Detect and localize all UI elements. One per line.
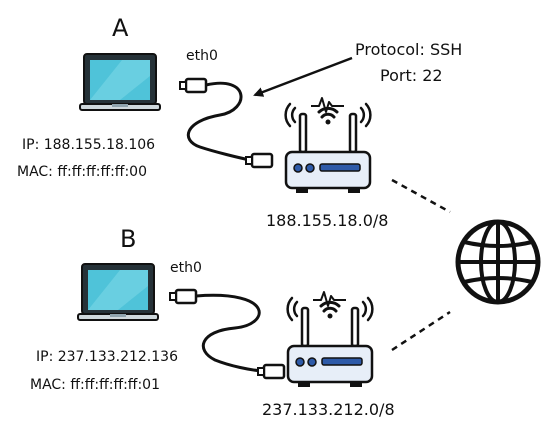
host-a-mac-label: MAC: ff:ff:ff:ff:ff:00 xyxy=(17,164,147,180)
ethernet-cable-icon xyxy=(168,288,286,380)
wifi-router-icon xyxy=(286,290,374,389)
annotation-arrow xyxy=(253,56,353,97)
host-b-interface-label: eth0 xyxy=(170,260,202,276)
host-b-ip-label: IP: 237.133.212.136 xyxy=(36,349,178,365)
host-a-interface-label: eth0 xyxy=(186,48,218,64)
link-router-b-internet xyxy=(391,310,451,352)
network-a-label: 188.155.18.0/8 xyxy=(266,211,388,230)
ethernet-cable-icon xyxy=(178,77,274,169)
port-label: Port: 22 xyxy=(380,66,443,85)
wifi-router-icon xyxy=(284,96,372,195)
laptop-icon xyxy=(79,53,161,111)
link-router-a-internet xyxy=(391,178,451,214)
laptop-icon xyxy=(77,263,159,321)
host-b-mac-label: MAC: ff:ff:ff:ff:ff:01 xyxy=(30,377,160,393)
host-a-label: A xyxy=(112,14,129,42)
network-b-label: 237.133.212.0/8 xyxy=(262,400,395,419)
globe-icon xyxy=(455,219,541,305)
protocol-label: Protocol: SSH xyxy=(355,40,462,59)
host-a-ip-label: IP: 188.155.18.106 xyxy=(22,137,155,153)
host-b-label: B xyxy=(120,225,136,253)
